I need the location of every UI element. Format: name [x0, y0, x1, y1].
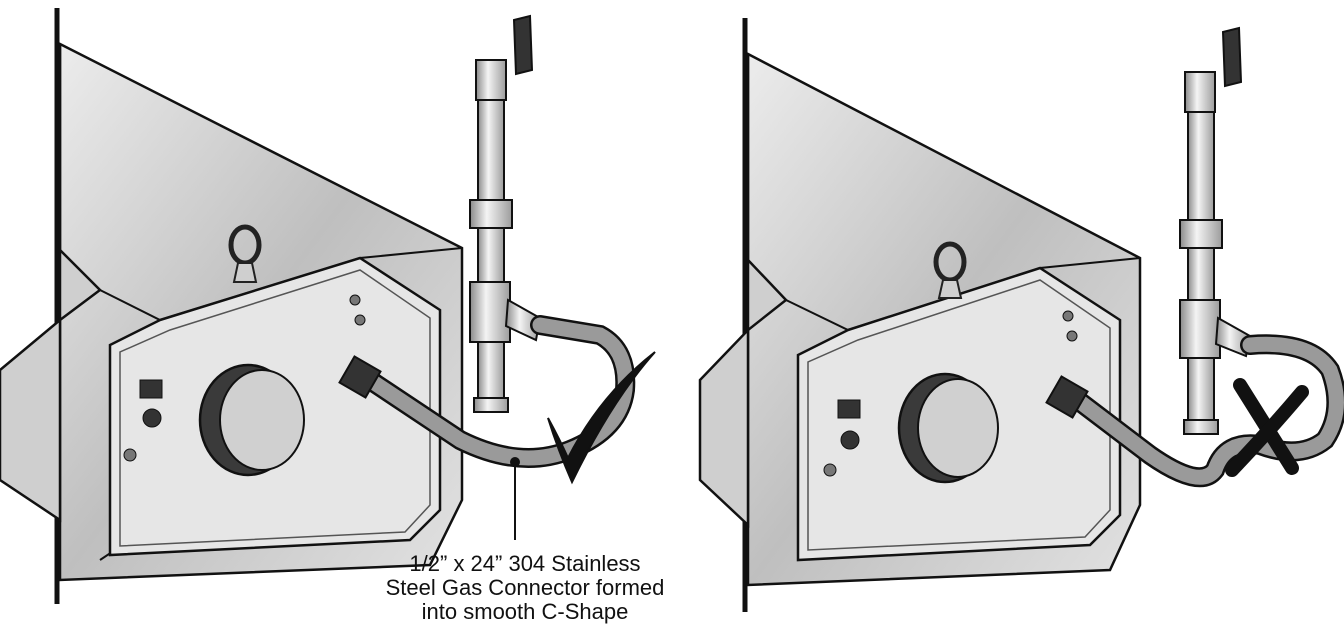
connector-callout-caption: 1/2” x 24” 304 Stainless Steel Gas Conne…: [330, 552, 720, 624]
callout-leader: [510, 457, 520, 540]
gas-connector-hose: [338, 315, 636, 468]
caption-line-2: Steel Gas Connector formed: [385, 575, 665, 600]
gas-valve-assembly: [469, 14, 542, 413]
x-mark-icon: [1225, 378, 1309, 477]
appliance-housing: [698, 51, 1142, 587]
exhaust-collar: [198, 363, 305, 477]
right-panel: [698, 18, 1344, 612]
caption-line-1: 1/2” x 24” 304 Stainless: [409, 551, 641, 576]
lifting-eye: [228, 224, 262, 283]
checkmark-icon: [547, 351, 656, 485]
exhaust-collar: [897, 372, 999, 484]
lifting-eye: [933, 241, 967, 299]
gas-valve-assembly: [1179, 26, 1252, 435]
appliance-housing: [0, 41, 464, 582]
caption-line-3: into smooth C-Shape: [421, 599, 629, 624]
panel-fittings: [123, 294, 366, 462]
panel-fittings: [823, 310, 1078, 477]
gas-connector-hose: [1045, 334, 1344, 488]
left-panel: [0, 8, 656, 604]
